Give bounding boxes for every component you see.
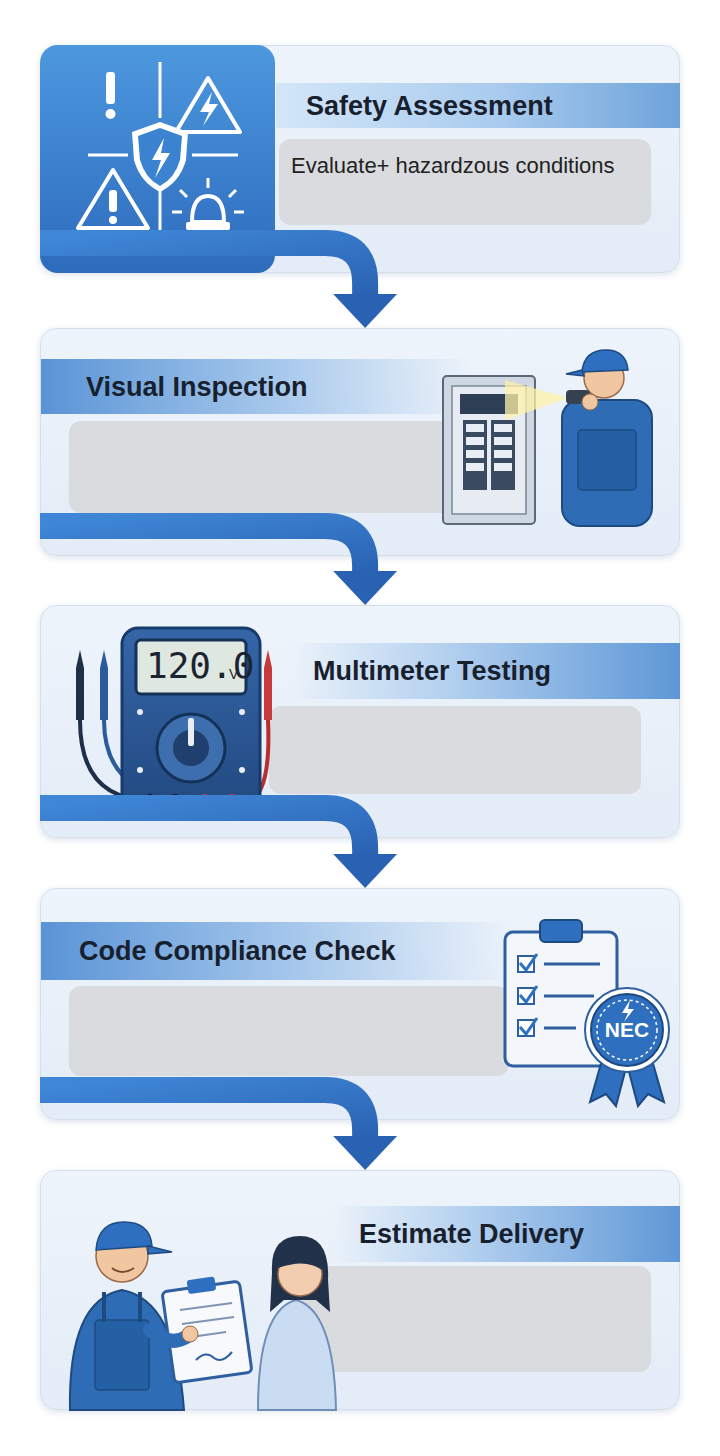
flow-arrow-head (333, 854, 397, 888)
flow-arrow-head (333, 1136, 397, 1170)
title-band: Visual Inspection (41, 359, 471, 414)
body-area: Evaluate+ hazardzous conditions (279, 139, 651, 225)
step-title: Safety Assessment (306, 90, 553, 121)
meter-unit: V (229, 666, 238, 682)
process-panel: Code Compliance Check (40, 888, 680, 1120)
body-area (69, 986, 509, 1076)
title-band: Code Compliance Check (41, 922, 511, 980)
process-panel: Safety AssessmentEvaluate+ hazardzous co… (40, 45, 680, 273)
title-band: Estimate Delivery (331, 1206, 680, 1262)
body-area (269, 706, 641, 794)
flow-arrow-head (333, 571, 397, 605)
badge-text: NEC (605, 1018, 649, 1042)
step-title: Code Compliance Check (79, 936, 396, 967)
body-area (69, 421, 489, 513)
step-description: Evaluate+ hazardzous conditions (291, 153, 641, 179)
title-band: Multimeter Testing (291, 643, 680, 699)
process-panel: Estimate Delivery (40, 1170, 680, 1410)
step-title: Visual Inspection (86, 371, 308, 402)
step-title: Multimeter Testing (313, 656, 551, 687)
process-panel: Multimeter Testing (40, 605, 680, 838)
step-title: Estimate Delivery (359, 1219, 584, 1250)
flow-arrow-head (333, 294, 397, 328)
process-panel: Visual Inspection (40, 328, 680, 556)
body-area (291, 1266, 651, 1372)
title-band: Safety Assessment (276, 83, 680, 128)
